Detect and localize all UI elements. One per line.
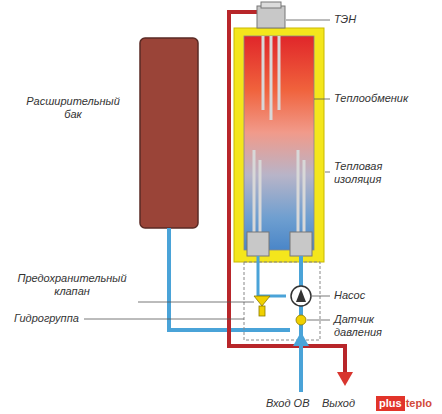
element-cap: [261, 2, 281, 8]
outlet-arrow: [337, 372, 353, 386]
heating-element: [254, 36, 304, 232]
watermark: teplo: [406, 396, 432, 411]
part-label: Тепловая изоляция: [334, 160, 414, 185]
watermark: plus: [376, 396, 405, 411]
part-label: Теплообменик: [334, 92, 408, 105]
heat-exchanger: [244, 36, 314, 250]
inlet-arrow: [293, 332, 309, 346]
pressure-sensor: [296, 315, 306, 325]
thermal-insulation: [234, 28, 324, 262]
branch-pipe: [258, 256, 286, 296]
pump-symbol: [296, 289, 306, 302]
flow-label: Вход ОВ: [266, 397, 310, 410]
bottom-fitting: [290, 232, 312, 256]
part-label: Предохранительный клапан: [8, 272, 136, 297]
safety-valve: [259, 306, 265, 316]
safety-valve: [254, 296, 270, 306]
expansion-tank: [140, 38, 198, 228]
part-label: Датчик давления: [334, 313, 404, 338]
pump-symbol: [291, 286, 311, 306]
part-label: Расширительный бак: [18, 95, 128, 120]
flow-label: Выход: [322, 397, 355, 410]
hydro-group-box: [244, 262, 320, 340]
supply-pipe: [229, 12, 345, 372]
part-label: Насос: [334, 289, 365, 302]
bottom-fitting: [247, 232, 269, 256]
element-head: [257, 6, 285, 28]
part-label: ТЭН: [334, 13, 356, 26]
part-label: Гидрогруппа: [14, 312, 79, 325]
